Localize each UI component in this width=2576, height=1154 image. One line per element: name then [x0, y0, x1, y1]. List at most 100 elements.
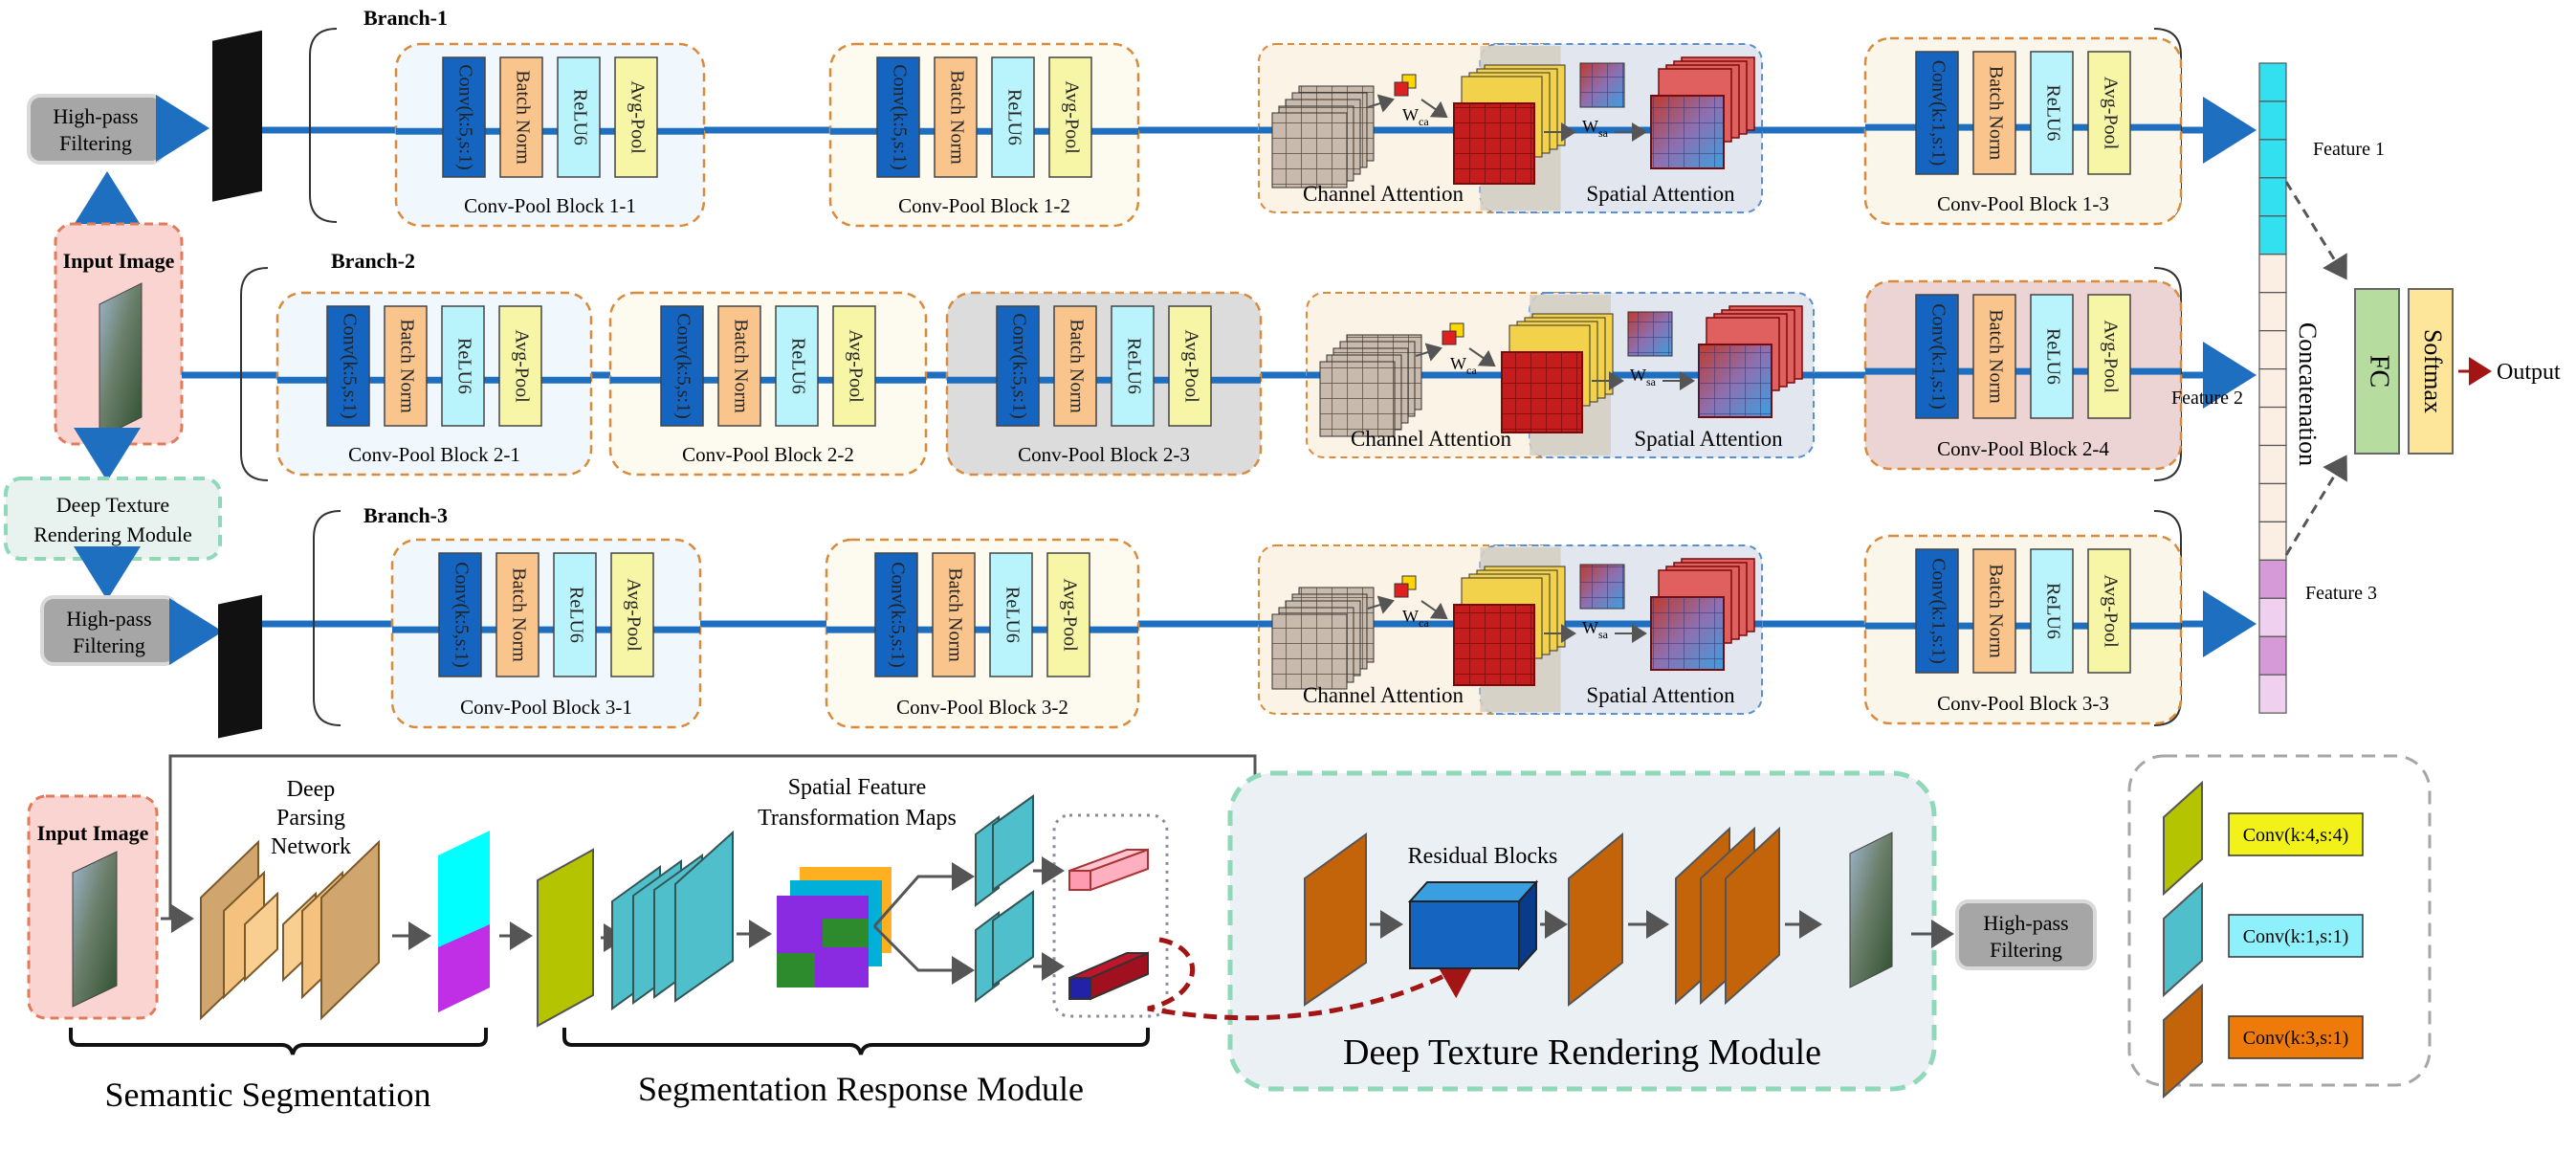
spatial-attention-label: Spatial Attention	[1586, 182, 1735, 206]
avg-pool-layer-label: Avg-Pool	[1059, 578, 1080, 652]
filtered-image-top	[212, 30, 262, 202]
dtrm-small-label-1: Deep Texture	[56, 493, 169, 517]
legend-shape	[2163, 881, 2203, 998]
avg-pool-layer-label: Avg-Pool	[511, 329, 532, 403]
conv-layer-label: Conv(k:1,s:1)	[1927, 60, 1949, 166]
legend-label: Conv(k:1,s:1)	[2243, 926, 2349, 947]
concat-cell	[2258, 597, 2287, 637]
sft-output-box	[1052, 813, 1169, 1018]
sft-label-1: Spatial Feature	[788, 775, 927, 800]
batch-norm-layer-label: Batch Norm	[946, 70, 967, 165]
concat-cell	[2258, 292, 2287, 332]
segmentation-response-label: Segmentation Response Module	[638, 1070, 1084, 1108]
relu6-layer-label: ReLU6	[787, 338, 808, 394]
branch-1-label: Branch-1	[363, 6, 448, 30]
conv-layer	[326, 305, 370, 427]
block-caption: Conv-Pool Block 3-2	[896, 696, 1068, 719]
batch-norm-layer-label: Batch Norm	[1985, 564, 2006, 658]
deep-parsing-label-2: Parsing	[276, 806, 345, 831]
conv-layer-label: Conv(k:5,s:1)	[1008, 313, 1029, 419]
conv-layer-label: Conv(k:5,s:1)	[889, 64, 910, 170]
avg-pool-layer	[2087, 51, 2131, 175]
filtered-image-bottom	[218, 594, 262, 739]
avg-pool-layer	[1046, 552, 1090, 677]
batch-norm-layer	[1053, 305, 1097, 427]
channel-attention-label: Channel Attention	[1303, 683, 1464, 707]
spatial-attention-label: Spatial Attention	[1586, 683, 1735, 707]
output-label: Output	[2497, 360, 2561, 385]
bottom-high-pass-box	[1955, 899, 2097, 970]
batch-norm-layer	[499, 56, 543, 178]
batch-norm-layer-label: Batch Norm	[512, 70, 533, 165]
spatial-attention-label: Spatial Attention	[1634, 427, 1783, 451]
legend-shape	[2163, 983, 2203, 1099]
sft-label-2: Transformation Maps	[758, 806, 957, 831]
concat-cell	[2258, 177, 2287, 217]
fc-label: FC	[2365, 355, 2394, 388]
high-pass-label-1: High-pass	[53, 104, 138, 128]
dtrm-small-box	[4, 477, 222, 561]
batch-norm-layer	[1972, 51, 2016, 175]
batch-norm-layer	[934, 56, 978, 178]
conv-layer-label: Conv(k:5,s:1)	[451, 562, 472, 668]
dtrm-conv-stack	[1675, 826, 1780, 1006]
feature-2-label: Feature 2	[2171, 388, 2243, 409]
branch-2-bracket-left	[240, 267, 269, 481]
conv-layer	[876, 56, 920, 178]
channel-attention-label: Channel Attention	[1351, 427, 1512, 451]
fc-layer	[2354, 288, 2400, 455]
legend-box	[2127, 754, 2432, 1087]
legend-swatch	[2228, 812, 2364, 856]
concat-cell	[2258, 254, 2287, 294]
dtrm-small-label-2: Rendering Module	[33, 522, 192, 546]
batch-norm-layer-label: Batch Norm	[508, 567, 529, 662]
conv-layer-label: Conv(k:5,s:1)	[887, 562, 908, 668]
high-pass-bottom-label-1: High-pass	[66, 607, 151, 631]
avg-pool-layer-label: Avg-Pool	[845, 329, 866, 403]
conv-layer-label: Conv(k:1,s:1)	[1927, 558, 1949, 664]
legend: Conv(k:4,s:4)Conv(k:1,s:1)Conv(k:3,s:1)	[2127, 754, 2432, 1099]
block-caption: Conv-Pool Block 2-2	[682, 443, 854, 466]
branch-2-label: Branch-2	[331, 249, 415, 273]
channel-attention-label: Channel Attention	[1303, 182, 1464, 206]
semantic-seg-bracket	[69, 1028, 488, 1055]
input-image-label: Input Image	[63, 249, 175, 273]
relu6-layer-label: ReLU6	[565, 587, 586, 643]
concat-cell	[2258, 139, 2287, 179]
softmax-label: Softmax	[2419, 329, 2447, 413]
residual-blocks-label: Residual Blocks	[1408, 844, 1558, 869]
batch-norm-layer-label: Batch Norm	[1985, 309, 2006, 404]
high-pass-bottom-label-2: Filtering	[73, 633, 145, 657]
input-image-photo	[99, 282, 143, 439]
branch-1-bracket-left	[309, 28, 338, 223]
relu6-layer-label: ReLU6	[453, 338, 474, 394]
semantic-segmentation-label: Semantic Segmentation	[105, 1076, 431, 1114]
concat-cell	[2258, 482, 2287, 523]
bottom-high-pass-label-2: Filtering	[1990, 938, 2062, 962]
sft-output-cubes	[1068, 848, 1149, 1001]
input-column: High-pass Filtering Input Image Deep Tex…	[4, 30, 287, 739]
relu6-layer-label: ReLU6	[1123, 338, 1144, 394]
deep-parsing-label-3: Network	[271, 834, 351, 859]
avg-pool-layer	[832, 305, 876, 427]
avg-pool-layer	[498, 305, 542, 427]
relu6-layer-label: ReLU6	[2042, 583, 2063, 639]
bottom-high-pass-label-1: High-pass	[1983, 911, 2068, 935]
conv-1x1-stack	[611, 830, 734, 1010]
relu6-layer-label: ReLU6	[1002, 587, 1023, 643]
dtrm-title: Deep Texture Rendering Module	[1343, 1032, 1821, 1073]
legend-label: Conv(k:4,s:4)	[2243, 825, 2349, 846]
avg-pool-layer	[2087, 548, 2131, 674]
legend-shape	[2163, 780, 2203, 897]
relu6-layer	[557, 56, 601, 178]
conv-layer-label: Conv(k:1,s:1)	[1927, 303, 1949, 410]
batch-norm-layer	[717, 305, 761, 427]
fusion-section: Concatenation Feature 1 Feature 2 Featur…	[2171, 62, 2561, 714]
concat-cell	[2258, 62, 2287, 102]
